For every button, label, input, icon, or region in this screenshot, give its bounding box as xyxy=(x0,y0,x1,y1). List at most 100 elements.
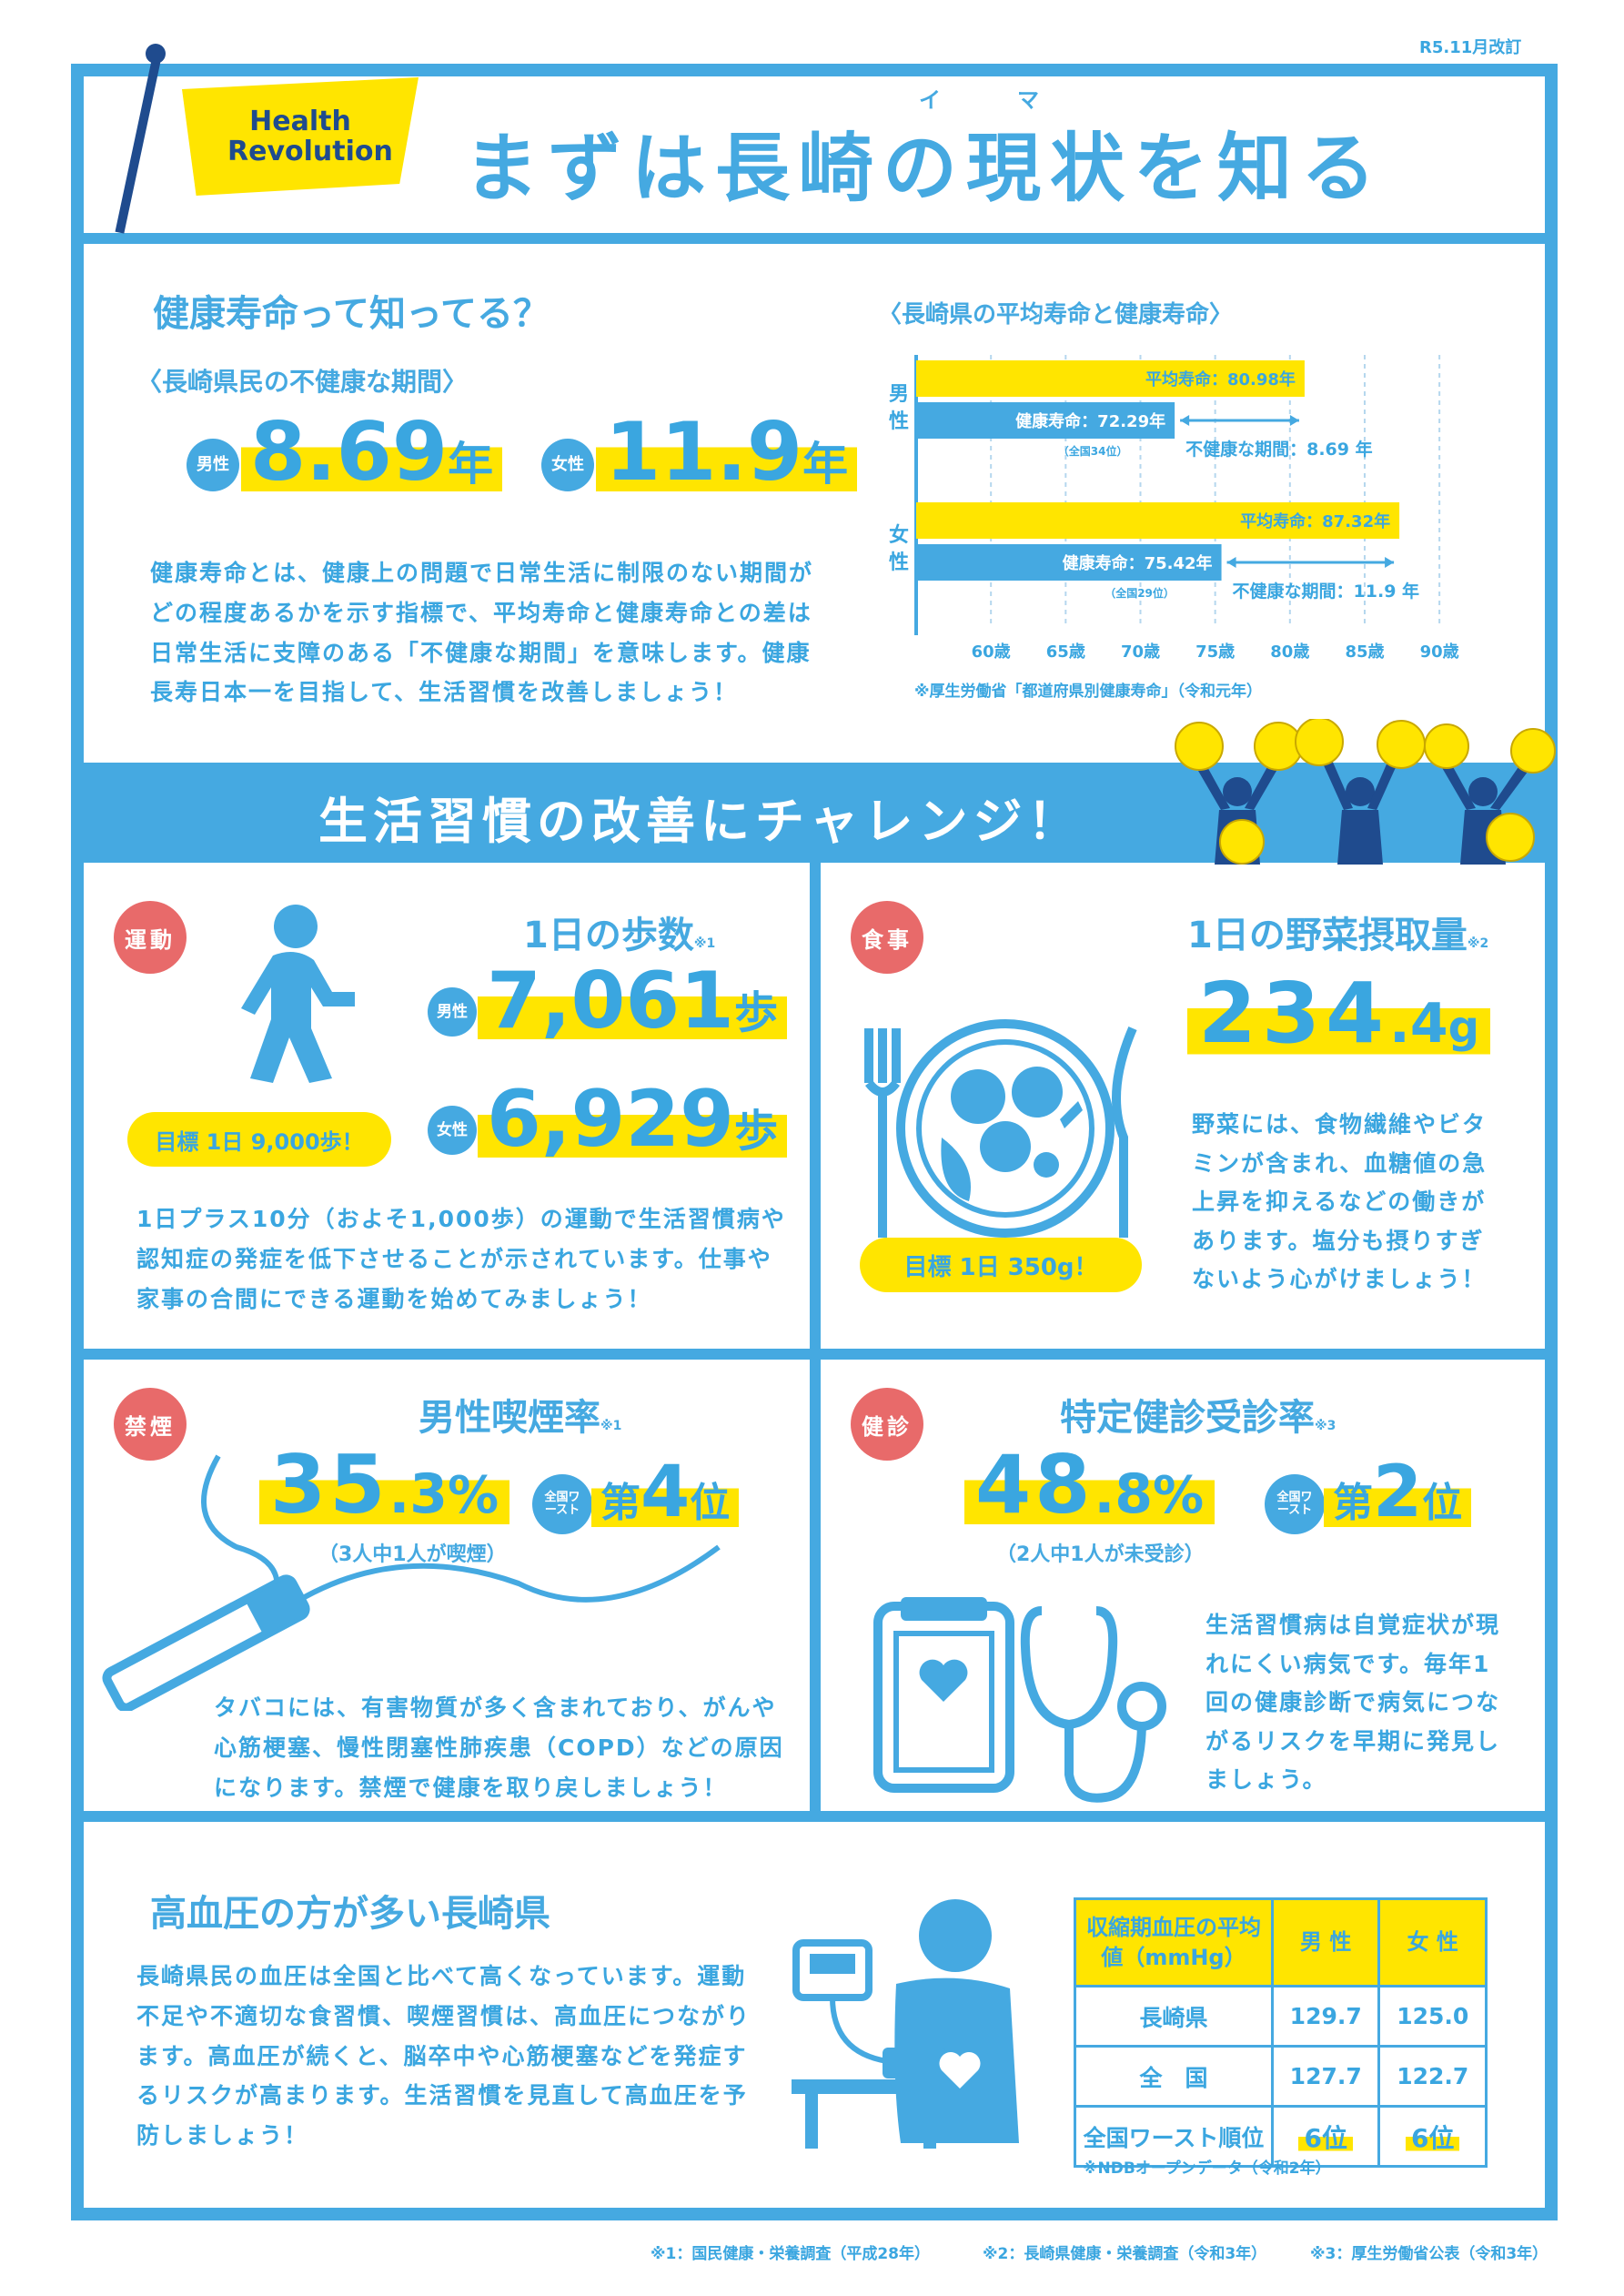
rank-label: （全国29位） xyxy=(1105,586,1175,600)
bp-text: 長崎県民の血圧は全国と比べて高くなっています。運動不足や不適切な食習慣、喫煙習慣… xyxy=(136,1963,751,2149)
badge-text: Health Revolution xyxy=(227,106,393,167)
flag-knob xyxy=(146,44,166,64)
cigarette-icon xyxy=(100,1420,773,1713)
bar xyxy=(916,402,1175,439)
bp-header-label: 収縮期血圧の平均値（mmHg） xyxy=(1074,1897,1274,1988)
chart-source: ※厚生労働省「都道府県別健康寿命」（令和元年） xyxy=(914,683,1263,701)
bp-rank-male: 6位 xyxy=(1298,2122,1353,2153)
footnote-1: ※1：国民健康・栄養調査（平成28年） xyxy=(651,2245,931,2263)
diet-title: 1日の野菜摂取量※2 xyxy=(1187,905,1488,958)
checkup-rank: 第2位 xyxy=(1324,1451,1472,1533)
life-text: 健康寿命とは、健康上の問題で日常生活に制限のない期間がどの程度あるかを示す指標で… xyxy=(150,560,814,706)
bar-value-label: 健康寿命：75.42年 xyxy=(1063,553,1213,573)
exercise-title-text: 1日の歩数 xyxy=(523,915,694,956)
rank-label: （全国34位） xyxy=(1058,444,1128,458)
bar xyxy=(916,502,1400,539)
veg-unit: g xyxy=(1447,1002,1479,1053)
male-unit: 年 xyxy=(448,438,494,491)
category-label: 性 xyxy=(889,551,909,574)
diet-goal: 目標 1日 350g！ xyxy=(860,1238,1142,1292)
bp-heading: 高血圧の方が多い長崎県 xyxy=(150,1893,550,1935)
bp-cell: 127.7 xyxy=(1270,2045,1381,2108)
table-row: 全 国 127.7 122.7 xyxy=(1074,2045,1488,2108)
table-row: 全国ワースト順位 6位 6位 xyxy=(1074,2105,1488,2168)
gap-label: 不健康な期間：8.69 年 xyxy=(1185,439,1373,460)
veg-value-int: 234 xyxy=(1198,965,1390,1062)
smoking-rate: 35.3% xyxy=(259,1438,510,1532)
bp-cell: 122.7 xyxy=(1377,2045,1488,2108)
bp-cell: 125.0 xyxy=(1377,1985,1488,2048)
female-badge: 女性 xyxy=(541,439,594,491)
bp-header-female: 女 性 xyxy=(1377,1897,1488,1988)
steps-female-unit: 歩 xyxy=(734,1106,779,1157)
steps-male-badge: 男性 xyxy=(428,987,477,1037)
steps-female: 6,929歩 xyxy=(478,1074,788,1165)
clipboard-stethoscope-icon xyxy=(869,1593,1178,1811)
smoking-value-int: 35 xyxy=(270,1438,389,1532)
footnote-3: ※3：厚生労働省公表（令和3年） xyxy=(1310,2245,1548,2263)
title-ruby: イ マ xyxy=(919,87,1066,113)
x-tick-label: 75歳 xyxy=(1195,642,1235,662)
exercise-title: 1日の歩数※1 xyxy=(523,905,715,958)
arrow-head xyxy=(1180,415,1190,426)
x-tick-label: 60歳 xyxy=(972,642,1011,662)
exercise-goal: 目標 1日 9,000歩！ xyxy=(127,1112,391,1167)
checkup-worst-badge: 全国ワースト xyxy=(1265,1474,1325,1534)
smoking-rank-post: 位 xyxy=(690,1480,731,1526)
checkup-title-text: 特定健診受診率 xyxy=(1060,1397,1315,1439)
category-label: 男 xyxy=(889,383,909,406)
diet-text: 野菜には、食物繊維やビタミンが含まれ、血糖値の急上昇を抑えるなどの働きがあります… xyxy=(1192,1111,1488,1292)
smoking-sub: （3人中1人が喫煙） xyxy=(318,1543,507,1566)
smoking-text: タバコには、有害物質が多く含まれており、がんや心筋梗塞、慢性閉塞性肺疾患（COP… xyxy=(214,1694,784,1801)
smoking-rank: 第4位 xyxy=(591,1451,740,1533)
category-label: 女 xyxy=(889,523,909,547)
life-heading: 健康寿命って知ってる？ xyxy=(153,293,550,335)
x-tick-label: 70歳 xyxy=(1121,642,1160,662)
smoking-value-dec: .3 xyxy=(388,1462,449,1526)
checkup-value-dec: .8 xyxy=(1094,1462,1154,1526)
divider xyxy=(71,763,1558,863)
x-tick-label: 65歳 xyxy=(1046,642,1085,662)
walking-person-icon xyxy=(209,901,364,1083)
smoking-note: ※1 xyxy=(600,1419,622,1433)
life-sub: 〈長崎県民の不健康な期間〉 xyxy=(136,367,469,397)
bp-source: ※NDBオープンデータ（令和2年） xyxy=(1083,2159,1331,2178)
smoking-title-text: 男性喫煙率 xyxy=(419,1397,600,1439)
gap-label: 不健康な期間：11.9 年 xyxy=(1233,581,1420,602)
bar xyxy=(916,544,1222,581)
veg-value-dec: .4 xyxy=(1389,992,1448,1056)
smoking-worst-badge: 全国ワースト xyxy=(532,1474,592,1534)
cheerleaders-illustration xyxy=(1174,717,1556,865)
male-value: 8.69 xyxy=(250,405,449,499)
smoking-rank-value: 4 xyxy=(641,1451,691,1533)
blood-pressure-monitor-icon xyxy=(778,1897,1051,2152)
checkup-value-int: 48 xyxy=(975,1438,1094,1532)
bp-cell: 6位 xyxy=(1377,2105,1488,2168)
female-unit: 年 xyxy=(802,438,849,491)
revision-label: R5.11月改訂 xyxy=(1419,38,1522,57)
bar-value-label: 平均寿命：80.98年 xyxy=(1145,369,1296,389)
bp-row-label: 全 国 xyxy=(1074,2045,1274,2108)
vegetable-plate-icon xyxy=(851,1010,1160,1247)
arrow-head xyxy=(1385,557,1395,568)
smoking-unit: % xyxy=(448,1466,499,1525)
bp-cell: 129.7 xyxy=(1270,1985,1381,2048)
checkup-rank-pre: 第 xyxy=(1333,1480,1373,1526)
female-unhealthy-value: 11.9年 xyxy=(596,405,858,499)
health-revolution-badge: Health Revolution xyxy=(182,77,419,196)
steps-female-badge: 女性 xyxy=(428,1106,477,1155)
checkup-text: 生活習慣病は自覚症状が現れにくい病気です。毎年1回の健康診断で病気につながるリス… xyxy=(1205,1612,1501,1793)
divider xyxy=(810,863,821,1818)
diet-title-text: 1日の野菜摂取量 xyxy=(1187,915,1468,956)
checkup-sub: （2人中1人が未受診） xyxy=(996,1543,1205,1566)
exercise-tag: 運動 xyxy=(114,901,187,974)
smoking-tag: 禁煙 xyxy=(114,1388,187,1461)
bp-row-label: 全国ワースト順位 xyxy=(1074,2105,1274,2168)
bar-value-label: 平均寿命：87.32年 xyxy=(1240,511,1390,531)
bar-value-label: 健康寿命：72.29年 xyxy=(1015,411,1165,431)
diet-note: ※2 xyxy=(1467,936,1489,951)
male-unhealthy-value: 8.69年 xyxy=(241,405,503,499)
bp-rank-female: 6位 xyxy=(1405,2122,1460,2153)
